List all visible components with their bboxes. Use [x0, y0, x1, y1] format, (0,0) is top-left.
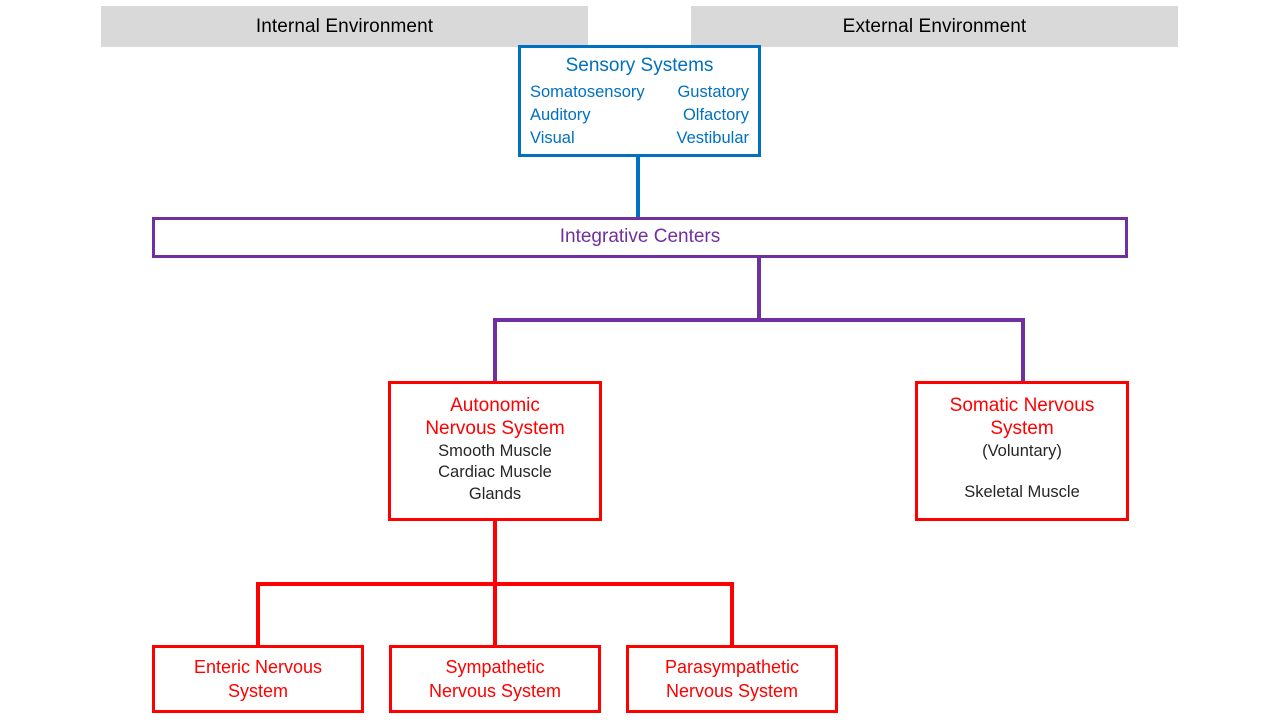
internal-environment-banner: Internal Environment: [101, 6, 588, 47]
somatic-title-line-2: System: [990, 417, 1054, 439]
autonomic-title-line-2: Nervous System: [425, 417, 565, 439]
internal-environment-label: Internal Environment: [255, 15, 434, 37]
connector-integrative-stem: [757, 256, 761, 322]
sensory-modalities-right-column: Gustatory Olfactory Vestibular: [677, 81, 749, 149]
connector-sensory-to-integrative: [636, 157, 640, 220]
connector-autonomic-to-enteric: [256, 582, 260, 648]
node-enteric-nervous-system[interactable]: Enteric Nervous System: [152, 645, 364, 713]
sensory-modality-item: Visual: [530, 128, 575, 147]
sensory-systems-modalities: Somatosensory Auditory Visual Gustatory …: [521, 81, 758, 149]
autonomic-title-line-1: Autonomic: [450, 395, 540, 416]
somatic-qualifier: (Voluntary): [982, 441, 1062, 460]
enteric-title-line-2: System: [227, 681, 288, 701]
sensory-modality-item: Somatosensory: [530, 82, 645, 101]
connector-integrative-to-autonomic: [493, 318, 497, 384]
external-environment-banner: External Environment: [691, 6, 1178, 47]
node-autonomic-nervous-system[interactable]: Autonomic Nervous System Smooth Muscle C…: [388, 381, 602, 521]
node-sympathetic-nervous-system[interactable]: Sympathetic Nervous System: [389, 645, 601, 713]
autonomic-effector-item: Smooth Muscle: [438, 441, 552, 460]
connector-autonomic-stem: [493, 518, 497, 586]
somatic-title-line-1: Somatic Nervous: [949, 395, 1095, 416]
node-integrative-centers[interactable]: Integrative Centers: [152, 217, 1128, 258]
sensory-modalities-left-column: Somatosensory Auditory Visual: [530, 81, 645, 149]
sympathetic-title-line-2: Nervous System: [428, 681, 562, 701]
connector-autonomic-to-parasympathetic: [730, 582, 734, 648]
sensory-modality-item: Vestibular: [676, 128, 749, 147]
sensory-modality-item: Olfactory: [682, 105, 749, 124]
sensory-systems-title: Sensory Systems: [565, 55, 714, 76]
connector-autonomic-to-sympathetic: [493, 582, 497, 648]
enteric-title-line-1: Enteric Nervous: [193, 656, 323, 677]
node-sensory-systems[interactable]: Sensory Systems Somatosensory Auditory V…: [518, 45, 761, 157]
node-parasympathetic-nervous-system[interactable]: Parasympathetic Nervous System: [626, 645, 838, 713]
connector-integrative-bus: [493, 318, 1025, 322]
integrative-centers-title: Integrative Centers: [559, 226, 721, 247]
parasympathetic-title-line-1: Parasympathetic: [664, 656, 800, 677]
sensory-modality-item: Gustatory: [677, 82, 749, 101]
somatic-effector-item: Skeletal Muscle: [964, 483, 1080, 502]
sympathetic-title-line-1: Sympathetic: [445, 656, 545, 677]
sensory-modality-item: Auditory: [530, 105, 591, 124]
connector-integrative-to-somatic: [1021, 318, 1025, 384]
parasympathetic-title-line-2: Nervous System: [665, 681, 799, 701]
autonomic-effector-item: Cardiac Muscle: [438, 463, 552, 482]
autonomic-effector-item: Glands: [468, 484, 522, 503]
external-environment-label: External Environment: [842, 15, 1027, 37]
node-somatic-nervous-system[interactable]: Somatic Nervous System (Voluntary) Skele…: [915, 381, 1129, 521]
